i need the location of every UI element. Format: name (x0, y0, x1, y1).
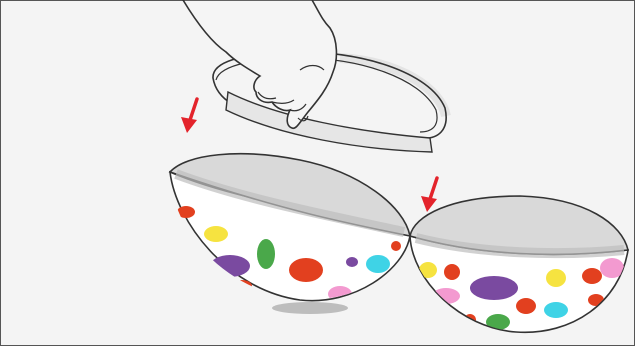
right-bowl-icon (409, 195, 629, 334)
bowl-shadow (272, 302, 348, 314)
left-bowl-icon (168, 152, 412, 302)
down-arrow-icon (181, 97, 199, 133)
hand-icon (182, 0, 338, 130)
down-arrow-icon (421, 176, 439, 212)
